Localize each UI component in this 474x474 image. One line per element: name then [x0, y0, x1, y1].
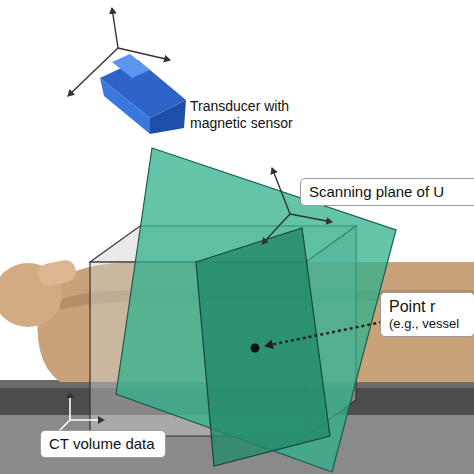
ct-axes — [58, 392, 104, 432]
part-label: Transducer with magnetic sensor — [190, 98, 312, 132]
transducer-side — [150, 100, 186, 134]
callout-text: CT volume data — [49, 435, 157, 453]
callout-box: Point r(e.g., vessel — [380, 292, 474, 337]
target-point — [251, 344, 260, 353]
patient-arm — [36, 258, 78, 287]
transducer-axes — [68, 8, 170, 96]
callout-box: CT volume data — [40, 430, 166, 458]
callout-box: Scanning plane of U — [300, 178, 474, 206]
plane-section — [196, 228, 330, 466]
magnetic-sensor — [112, 54, 150, 78]
point-leader — [265, 322, 382, 346]
transducer-front — [100, 78, 150, 134]
callout-text: Point r — [389, 297, 466, 316]
callout-text: Scanning plane of U — [309, 183, 471, 201]
callout-text: (e.g., vessel — [389, 316, 466, 332]
